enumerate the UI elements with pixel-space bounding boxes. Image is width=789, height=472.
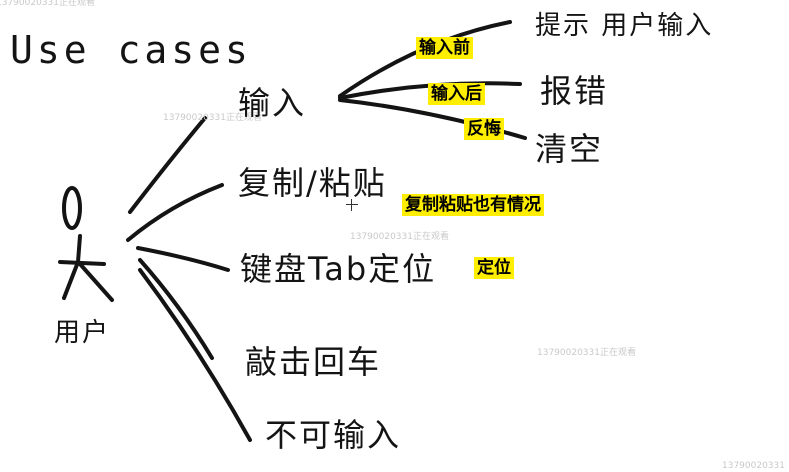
watermark: 13790020331正在观看 — [0, 0, 95, 8]
sub-case-clear: 清空 — [535, 130, 604, 168]
sub-case-hint: 提示 用户输入 — [535, 11, 714, 41]
use-case-disabled: 不可输入 — [265, 416, 402, 454]
actor-label: 用户 — [54, 318, 111, 348]
actor-body — [62, 234, 114, 302]
use-case-input: 输入 — [238, 84, 307, 122]
connector-input — [128, 116, 207, 214]
diagram-title: Use cases — [10, 28, 252, 72]
watermark: 13790020331正在观看 — [163, 113, 262, 123]
actor-head — [62, 186, 82, 230]
connector-copy-paste — [126, 183, 224, 242]
annotation-before-input: 输入前 — [416, 37, 473, 59]
connector-tab — [136, 246, 230, 272]
actor-arms — [58, 260, 106, 266]
use-case-press-enter: 敲击回车 — [245, 343, 382, 381]
use-case-tab-focus: 键盘Tab定位 — [240, 250, 437, 288]
annotation-copy-paste-cases: 复制粘贴也有情况 — [402, 194, 544, 216]
crosshair-cursor-icon — [346, 199, 358, 211]
connector-disabled — [138, 268, 252, 442]
watermark: 13790020331正在观看 — [350, 232, 449, 242]
annotation-after-input: 输入后 — [428, 83, 485, 105]
annotation-regret: 反悔 — [464, 118, 504, 140]
connector-enter — [138, 258, 214, 360]
annotation-focus: 定位 — [474, 257, 514, 279]
watermark: 13790020331正在观看 — [537, 348, 636, 358]
sub-case-error: 报错 — [540, 72, 609, 110]
watermark: 13790020331 — [722, 461, 785, 471]
use-case-copy-paste: 复制/粘贴 — [238, 164, 387, 202]
